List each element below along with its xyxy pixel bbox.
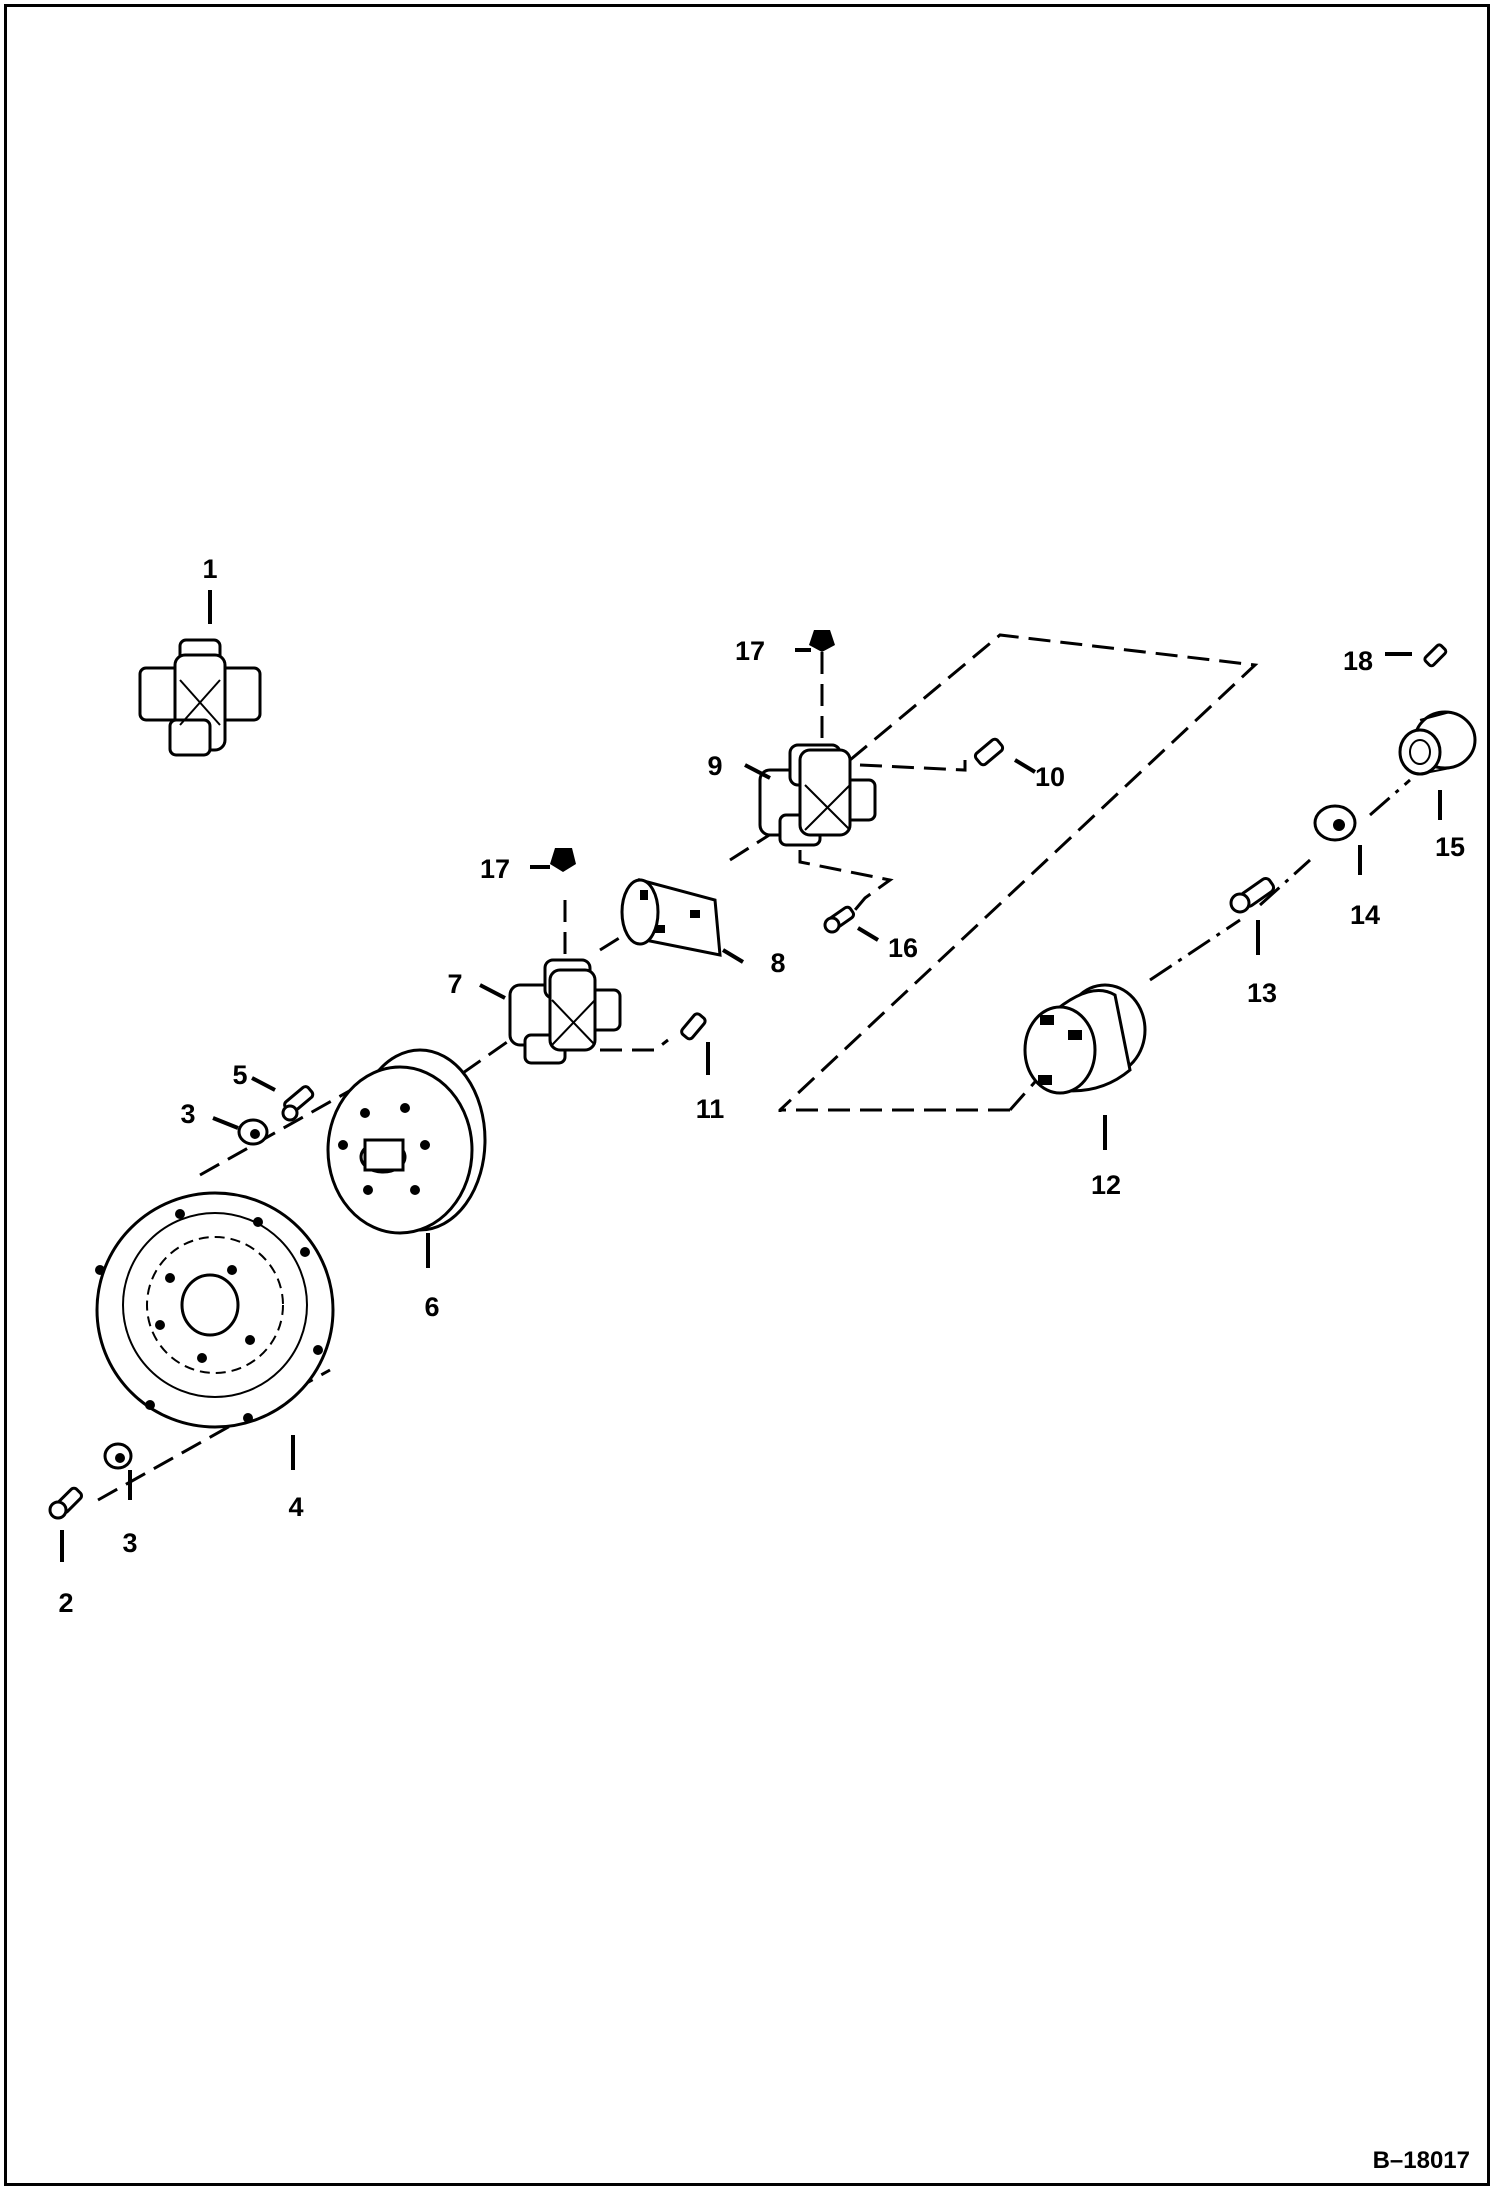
- washer-14: [1313, 804, 1357, 842]
- yoke-coupling-8: [620, 878, 722, 957]
- set-screw-18: [1423, 643, 1448, 668]
- drawing-frame: [4, 4, 1490, 2186]
- callout-9: 9: [707, 751, 722, 781]
- callout-17-upper: 17: [735, 636, 765, 666]
- callout-12: 12: [1091, 1170, 1121, 1200]
- universal-joint-9: [758, 743, 877, 847]
- callout-4: 4: [288, 1492, 303, 1522]
- spring-pin-17-lower: [550, 848, 576, 872]
- hub-15: [1398, 710, 1477, 776]
- callout-15: 15: [1435, 832, 1465, 862]
- washer-3-upper: [237, 1118, 269, 1146]
- callout-7: 7: [447, 969, 462, 999]
- leader-lines: [60, 590, 1442, 1562]
- bolt-16: [823, 905, 856, 934]
- bolt-2: [48, 1486, 83, 1520]
- spring-pin-17-upper: [809, 630, 835, 652]
- bolt-10: [973, 737, 1005, 767]
- callout-1: 1: [202, 554, 217, 584]
- callout-16: 16: [888, 933, 918, 963]
- bolt-13: [1229, 876, 1276, 914]
- universal-joint-cross-1: [138, 638, 262, 757]
- drawing-number: B–18017: [1373, 2147, 1470, 2174]
- callout-labels: 1 2 3 3 4 5 6 7 8 9 10 11 12 13 14 15 16…: [58, 554, 1465, 1618]
- callout-3-lower: 3: [122, 1528, 137, 1558]
- callout-5: 5: [232, 1060, 247, 1090]
- callout-11: 11: [696, 1094, 725, 1124]
- washer-3-lower: [103, 1442, 133, 1470]
- callout-10: 10: [1035, 762, 1065, 792]
- assembly-lines: [97, 633, 1411, 1502]
- bolt-11: [680, 1012, 707, 1041]
- callout-2: 2: [58, 1588, 73, 1618]
- callout-13: 13: [1247, 978, 1277, 1008]
- callout-3-upper: 3: [180, 1099, 195, 1129]
- callout-17-lower: 17: [480, 854, 510, 884]
- coupling-element-12: [1023, 983, 1147, 1095]
- drive-flange-6: [326, 1048, 487, 1235]
- callout-18: 18: [1343, 646, 1373, 676]
- callout-6: 6: [424, 1292, 439, 1322]
- callout-14: 14: [1350, 900, 1380, 930]
- bolt-5: [281, 1085, 315, 1122]
- flywheel-plate-4: [95, 1191, 335, 1429]
- universal-joint-7: [508, 958, 622, 1065]
- callout-8: 8: [770, 948, 785, 978]
